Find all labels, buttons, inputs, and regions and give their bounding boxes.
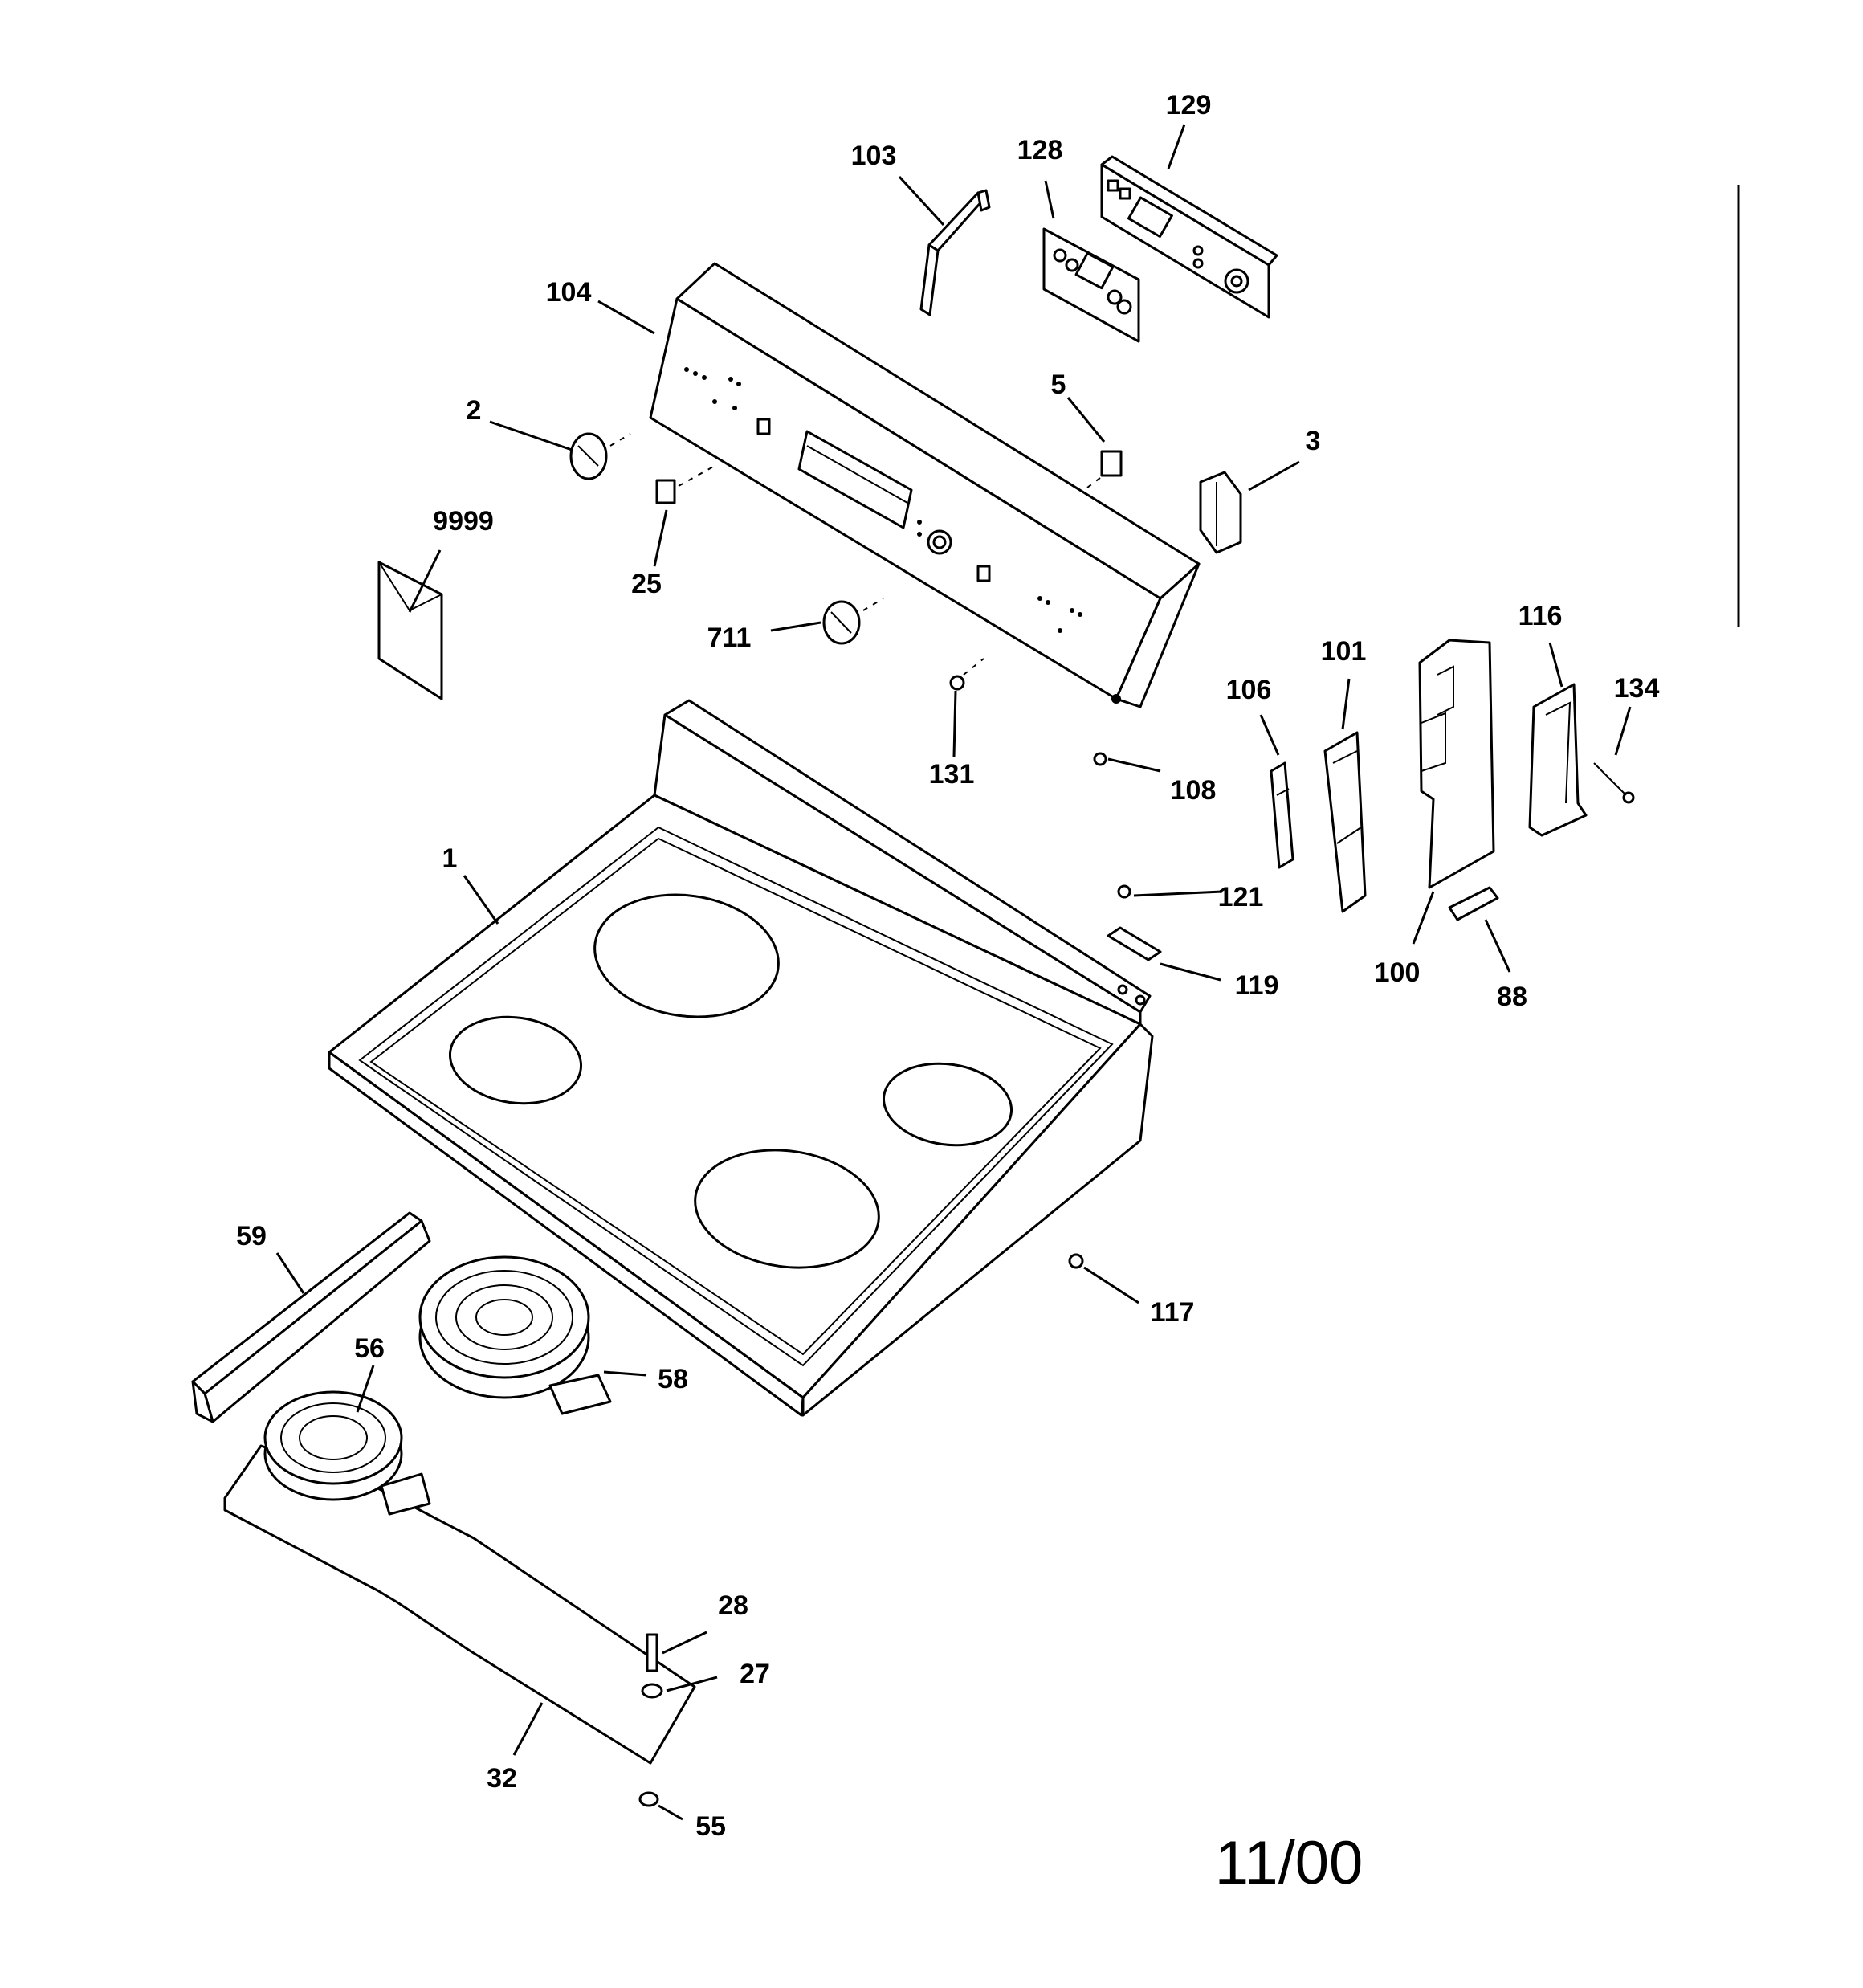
part-label-128: 128 [1017,135,1063,165]
part-label-100: 100 [1375,957,1421,988]
part-label-3: 3 [1306,426,1321,456]
element-58-drawing [418,1255,612,1415]
leader-lines [275,124,1632,1821]
brace-59-drawing [191,1211,431,1423]
knob-left-drawing [569,432,631,480]
part-label-5: 5 [1051,369,1066,400]
screw-134-drawing [1593,762,1635,804]
part-label-58: 58 [658,1364,688,1394]
part-label-1: 1 [442,843,458,874]
nut-117-drawing [1068,1253,1084,1269]
switch-5-drawing [1083,450,1123,491]
screw-131-drawing [949,658,984,691]
part-label-56: 56 [354,1333,385,1364]
literature-envelope-drawing [377,561,443,700]
part-label-131: 131 [929,759,975,790]
part-label-119: 119 [1235,970,1279,1001]
date-code: 11/00 [1215,1829,1364,1897]
part-label-101: 101 [1321,636,1367,667]
bracket-101-drawing [1323,731,1367,913]
part-label-27: 27 [740,1659,770,1689]
bracket-106-drawing [1270,761,1294,869]
knob-711-drawing [822,598,884,645]
switch-25-drawing [655,465,715,504]
part-label-121: 121 [1218,882,1264,912]
part-label-55: 55 [695,1811,726,1842]
part-labels: 1 2 3 5 25 27 28 32 55 56 58 59 88 100 1… [236,90,1659,1842]
bolt-28-drawing [646,1633,658,1672]
cooktop-drawing [328,699,1154,1417]
part-label-129: 129 [1166,90,1212,120]
part-label-116: 116 [1519,601,1563,631]
vent-strip-drawing [919,189,991,316]
part-label-134: 134 [1614,673,1660,704]
spacer-27-drawing [641,1683,663,1699]
part-label-88: 88 [1497,982,1527,1012]
part-label-28: 28 [718,1590,748,1621]
nut-108-drawing [1093,752,1107,766]
part-label-25: 25 [631,569,662,599]
part-label-103: 103 [851,141,897,171]
backguard-drawing [649,262,1201,708]
strip-88-drawing [1448,886,1499,921]
part-label-59: 59 [236,1221,267,1251]
overlay-drawing [1042,227,1140,343]
nut-55-drawing [638,1791,659,1807]
clock-control-drawing [1100,155,1278,319]
part-label-108: 108 [1171,775,1217,806]
part-label-9999: 9999 [433,506,494,537]
part-label-117: 117 [1151,1297,1195,1328]
part-label-711: 711 [707,623,752,653]
part-label-32: 32 [487,1763,517,1794]
screw-121-drawing [1117,884,1131,899]
part-label-104: 104 [546,277,592,308]
switch-3-drawing [1199,471,1242,554]
end-cap-100-drawing [1418,639,1495,889]
end-cap-116-drawing [1528,683,1588,837]
element-support-32-drawing [223,1390,696,1765]
bracket-119-drawing [1107,926,1162,961]
part-label-106: 106 [1226,675,1272,705]
part-label-2: 2 [467,395,482,426]
